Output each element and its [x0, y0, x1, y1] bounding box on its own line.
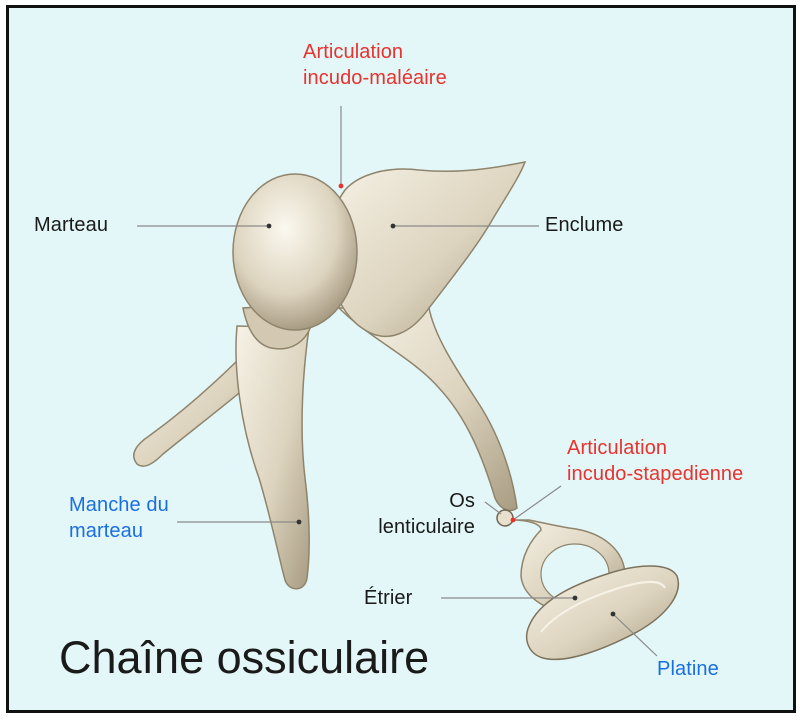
- label-articulation-incudo-stapedienne: Articulation incudo-stapedienne: [567, 435, 743, 487]
- label-etrier: Étrier: [364, 585, 412, 611]
- marker-marteau: [267, 224, 272, 229]
- marker-incudo-maleaire: [339, 184, 344, 189]
- label-enclume: Enclume: [545, 212, 624, 238]
- marker-etrier: [573, 596, 578, 601]
- label-platine: Platine: [657, 656, 719, 682]
- diagram-title: Chaîne ossiculaire: [59, 632, 429, 684]
- label-articulation-incudo-maleaire: Articulation incudo-maléaire: [303, 39, 447, 91]
- incus-long-process: [339, 308, 517, 510]
- marker-manche: [297, 520, 302, 525]
- malleus-handle: [236, 326, 309, 589]
- marker-incudo-stapedienne: [511, 518, 516, 523]
- malleus-head: [233, 174, 357, 330]
- marker-platine: [611, 612, 616, 617]
- leader-incudo-stapedienne: [513, 486, 561, 520]
- incus-body: [329, 162, 525, 336]
- diagram-frame: Articulation incudo-maléaire Marteau Enc…: [6, 5, 796, 713]
- label-os-lenticulaire: Os lenticulaire: [327, 488, 475, 540]
- label-manche-du-marteau: Manche du marteau: [69, 492, 169, 544]
- marker-enclume: [391, 224, 396, 229]
- label-marteau: Marteau: [34, 212, 108, 238]
